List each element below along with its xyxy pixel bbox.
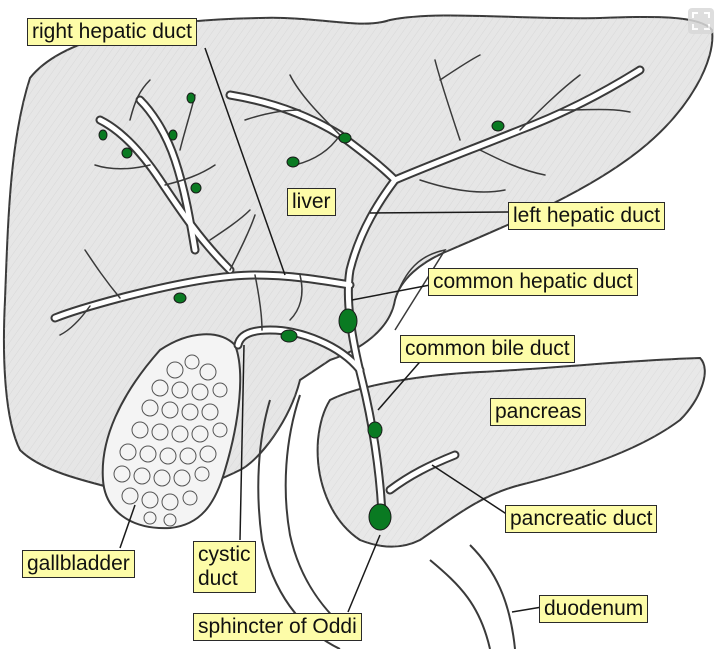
label-gallbladder: gallbladder (22, 550, 135, 578)
label-pancreatic-duct: pancreatic duct (505, 505, 658, 533)
label-left-hepatic-duct: left hepatic duct (508, 202, 666, 230)
pancreas-shape (316, 356, 706, 548)
duct-nodes (98, 92, 505, 531)
label-duodenum: duodenum (539, 595, 649, 623)
label-cystic-duct-line1: cystic (198, 543, 251, 566)
label-cystic-duct-line2: duct (198, 567, 238, 590)
leader-lines (119, 47, 543, 613)
label-common-hepatic-duct: common hepatic duct (428, 268, 638, 296)
label-sphincter-of-oddi: sphincter of Oddi (193, 613, 362, 641)
label-cystic-duct: cystic duct (193, 541, 256, 593)
expand-icon[interactable] (688, 8, 714, 34)
label-common-bile-duct: common bile duct (400, 335, 575, 363)
gallbladder-shape (101, 333, 242, 530)
label-pancreas: pancreas (490, 398, 587, 426)
label-liver: liver (287, 188, 336, 216)
label-right-hepatic-duct: right hepatic duct (27, 18, 197, 46)
